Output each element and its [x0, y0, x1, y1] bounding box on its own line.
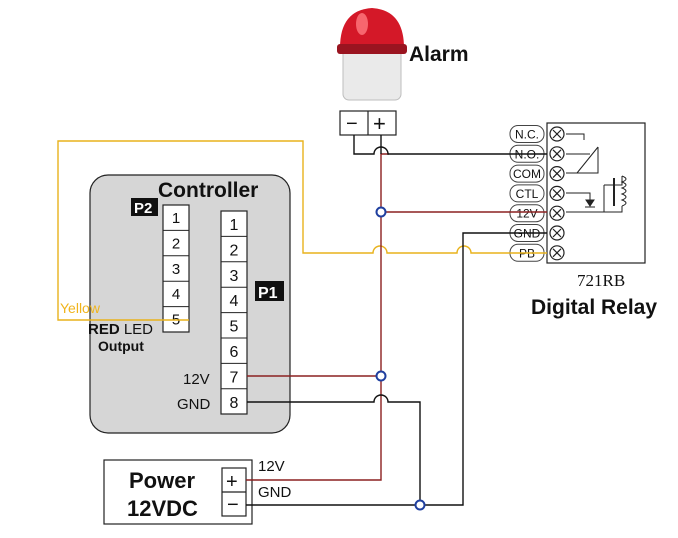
p1-pin-4: 4 [230, 293, 239, 310]
relay-terminal-label: CTL [516, 187, 539, 201]
controller-title: Controller [158, 179, 258, 202]
relay-terminal-com: COM [509, 164, 565, 183]
power-plus-terminal: + [226, 471, 238, 493]
p2-pin-3: 3 [172, 261, 180, 278]
relay-terminal-12v: 12V [509, 204, 565, 223]
relay-terminal-nc: N.C. [509, 125, 565, 143]
junction-dot [414, 499, 426, 511]
p1-pin-8: 8 [230, 395, 239, 412]
output-label: Output [98, 338, 144, 354]
power-line2: 12VDC [127, 496, 198, 521]
p2-pin-4: 4 [172, 286, 180, 303]
relay-name: Digital Relay [531, 296, 657, 319]
p2-label: P2 [134, 200, 152, 217]
yellow-wire [57, 140, 547, 321]
relay-internal-schematic-icon [566, 133, 627, 213]
red-led-label: RED LED [88, 321, 153, 338]
p2-pin-2: 2 [172, 235, 180, 252]
alarm-light-icon [337, 8, 407, 101]
p1-pin-3: 3 [230, 268, 239, 285]
p1-pin-1: 1 [230, 217, 239, 234]
black-wire-controller-gnd [247, 394, 421, 505]
power-line1: Power [129, 468, 195, 493]
relay-terminal-ctl: CTL [509, 184, 565, 203]
relay-terminal-label: 12V [516, 207, 537, 221]
p1-label: P1 [258, 285, 278, 302]
relay-model: 721RB [577, 271, 625, 290]
black-wire-alarm-no [353, 135, 547, 155]
p2-connector [162, 204, 190, 333]
relay-terminal-label: N.C. [515, 128, 539, 142]
p1-pin-5: 5 [230, 319, 239, 336]
black-wire-relay-gnd [462, 232, 547, 253]
red-led-bold: RED [88, 321, 120, 338]
junction-dots [375, 206, 426, 511]
p1-pin-7: 7 [230, 369, 239, 386]
yellow-wire-label: Yellow [60, 300, 101, 316]
pin7-label: 12V [183, 371, 210, 388]
junction-dot [375, 370, 387, 382]
alarm-label: Alarm [409, 43, 469, 66]
red-wire-12v-rail [246, 153, 389, 481]
alarm-plus-terminal: + [373, 111, 386, 136]
p1-pin-2: 2 [230, 242, 239, 259]
power-12v-label: 12V [258, 458, 285, 475]
black-wire-power-gnd [246, 253, 464, 506]
alarm-terminal-block [339, 110, 397, 136]
relay-terminal-label: COM [513, 167, 541, 181]
pin8-label: GND [177, 396, 211, 413]
controller-body [89, 174, 291, 434]
junction-dot [375, 206, 387, 218]
p1-pin-6: 6 [230, 344, 239, 361]
alarm-minus-terminal: − [346, 113, 358, 135]
red-led-rest: LED [120, 321, 154, 338]
power-gnd-label: GND [258, 484, 292, 501]
power-minus-terminal: − [227, 494, 239, 516]
p2-pin-1: 1 [172, 210, 180, 227]
